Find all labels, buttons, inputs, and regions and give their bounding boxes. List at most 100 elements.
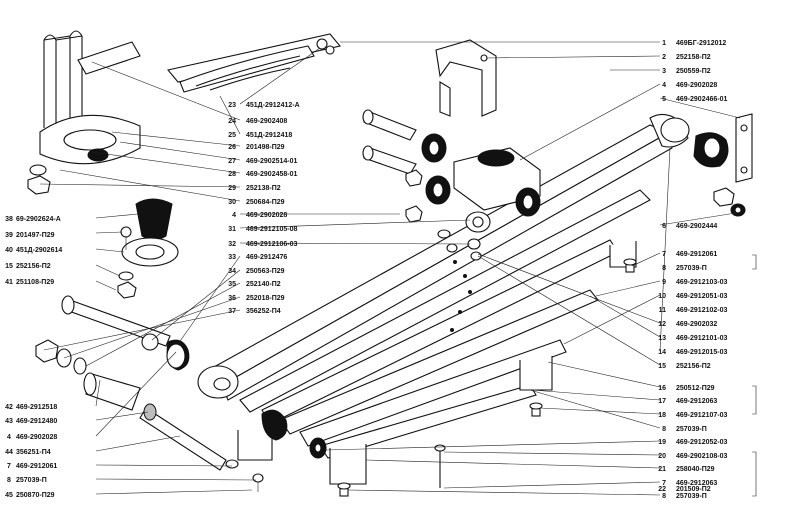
- part-number-label: 35: [228, 281, 236, 288]
- part-number-label: 8: [7, 477, 11, 484]
- part-code-label: 469-2912103-03: [676, 279, 727, 286]
- part-number-label: 21: [658, 466, 666, 473]
- part-number-label: 40: [5, 247, 13, 254]
- part-code-label: 252140-П2: [246, 281, 281, 288]
- part-number-label: 5: [662, 96, 666, 103]
- part-number-label: 13: [658, 335, 666, 342]
- part-number-label: 18: [658, 412, 666, 419]
- leaf-spring-pack: [197, 113, 690, 459]
- part-code-label: 469-2912015-03: [676, 349, 727, 356]
- part-number-label: 26: [228, 144, 236, 151]
- part-code-label: 469-2902028: [676, 82, 717, 89]
- part-number-label: 24: [228, 118, 236, 125]
- part-code-label: 469-2912063: [676, 480, 717, 487]
- part-code-label: 469-2912061: [676, 251, 717, 258]
- part-code-label: 257039-П: [16, 477, 47, 484]
- rear-bracket: [362, 39, 541, 261]
- part-code-label: 469-2912102-03: [676, 307, 727, 314]
- part-code-label: 252156-П2: [16, 263, 51, 270]
- part-number-label: 12: [658, 321, 666, 328]
- part-number-label: 9: [662, 279, 666, 286]
- part-number-label: 41: [5, 279, 13, 286]
- part-number-label: 7: [7, 463, 11, 470]
- part-number-label: 32: [228, 241, 236, 248]
- part-number-label: 45: [5, 492, 13, 499]
- part-number-label: 4: [662, 82, 666, 89]
- part-number-label: 4: [7, 434, 11, 441]
- part-number-label: 33: [228, 254, 236, 261]
- part-code-label: 469-2912106-03: [246, 241, 297, 248]
- part-code-label: 257039-П: [676, 426, 707, 433]
- part-code-label: 469-2912051-03: [676, 293, 727, 300]
- part-number-label: 19: [658, 439, 666, 446]
- part-number-label: 43: [5, 418, 13, 425]
- part-number-label: 7: [662, 480, 666, 487]
- small-fasteners: [261, 229, 637, 497]
- part-code-label: 469-2902514-01: [246, 158, 297, 165]
- part-code-label: 250684-П29: [246, 199, 285, 206]
- part-code-label: 252138-П2: [246, 185, 281, 192]
- part-code-label: 469-2912480: [16, 418, 57, 425]
- part-code-label: 469-2912107-03: [676, 412, 727, 419]
- part-code-label: 451Д-2902614: [16, 247, 62, 254]
- part-code-label: 252156-П2: [676, 363, 711, 370]
- part-code-label: 469-2902408: [246, 118, 287, 125]
- part-number-label: 20: [658, 453, 666, 460]
- part-code-label: 356252-П4: [246, 308, 281, 315]
- part-number-label: 38: [5, 216, 13, 223]
- frame-bracket-top: [166, 33, 342, 93]
- part-number-label: 6: [662, 223, 666, 230]
- part-number-label: 11: [659, 307, 667, 314]
- part-number-label: 8: [662, 493, 666, 500]
- part-number-label: 16: [658, 385, 666, 392]
- part-code-label: 469-2912052-03: [676, 439, 727, 446]
- part-code-label: 201497-П29: [16, 232, 55, 239]
- part-number-label: 15: [5, 263, 13, 270]
- part-number-label: 29: [228, 185, 236, 192]
- part-code-label: 469-2912061: [16, 463, 57, 470]
- part-number-label: 37: [228, 308, 236, 315]
- part-code-label: 250563-П29: [246, 268, 285, 275]
- part-code-label: 201509-П2: [676, 486, 711, 493]
- part-number-label: 30: [228, 199, 236, 206]
- part-number-label: 25: [228, 132, 236, 139]
- part-code-label: 356251-П4: [16, 449, 51, 456]
- part-code-label: 469-2912518: [16, 404, 57, 411]
- part-number-label: 17: [658, 398, 666, 405]
- part-code-label: 469-2912105-08: [246, 226, 297, 233]
- part-number-label: 2: [662, 54, 666, 61]
- part-number-label: 34: [228, 268, 236, 275]
- part-code-label: 257039-П: [676, 493, 707, 500]
- part-number-label: 28: [228, 171, 236, 178]
- u-bolt-assembly: [27, 30, 141, 195]
- part-code-label: 69-2902624-А: [16, 216, 61, 223]
- part-code-label: 251108-П29: [16, 279, 54, 286]
- part-number-label: 23: [228, 102, 236, 109]
- part-number-label: 42: [5, 404, 13, 411]
- part-code-label: 250512-П29: [676, 385, 715, 392]
- part-number-label: 39: [5, 232, 13, 239]
- part-code-label: 451Д-2912412-А: [246, 102, 300, 109]
- part-code-label: 250559-П2: [676, 68, 711, 75]
- part-number-label: 14: [658, 349, 666, 356]
- rubber-bumper: [117, 198, 179, 299]
- part-code-label: 451Д-2912418: [246, 132, 292, 139]
- part-number-label: 44: [5, 449, 13, 456]
- part-number-label: 3: [662, 68, 666, 75]
- part-code-label: 252018-П29: [246, 295, 285, 302]
- part-number-label: 8: [662, 265, 666, 272]
- part-code-label: 257039-П: [676, 265, 707, 272]
- part-code-label: 469-2902028: [16, 434, 57, 441]
- part-number-label: 1: [662, 40, 666, 47]
- part-code-label: 252158-П2: [676, 54, 711, 61]
- part-number-label: 8: [662, 426, 666, 433]
- part-code-label: 469-2902458-01: [246, 171, 297, 178]
- leader-lines: [39, 41, 757, 497]
- part-code-label: 201498-П29: [246, 144, 285, 151]
- middle-part-labels: 23 451Д-2912412-А 24 469-2902408 25 451Д-2912…: [228, 102, 299, 315]
- part-code-label: 258040-П29: [676, 466, 715, 473]
- part-code-label: 469-2902108-03: [676, 453, 727, 460]
